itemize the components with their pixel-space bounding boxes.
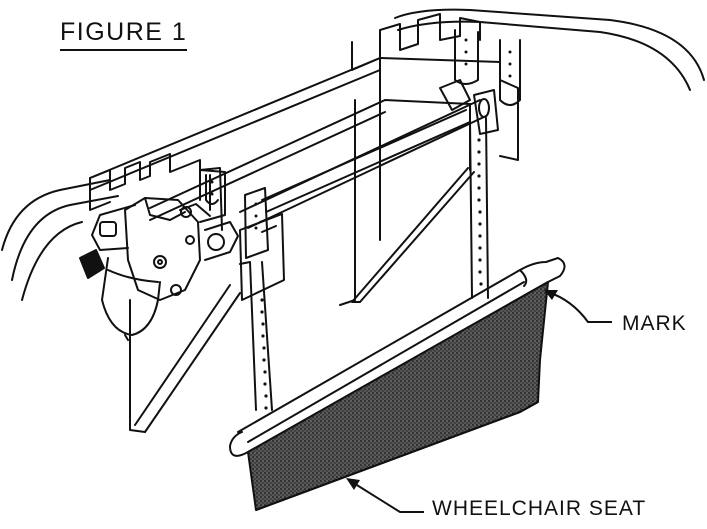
right-lift-arm bbox=[439, 79, 499, 299]
drive-shaft bbox=[239, 98, 490, 233]
mark-label: MARK bbox=[622, 312, 687, 335]
right-bracket bbox=[351, 13, 521, 161]
mark-arrowhead bbox=[544, 290, 558, 300]
upper-frame bbox=[89, 57, 501, 301]
lift-chains bbox=[210, 38, 512, 410]
hand-crank[interactable] bbox=[79, 249, 105, 279]
lower-shaft bbox=[261, 109, 471, 213]
diagonal-struts bbox=[129, 167, 475, 433]
seat-roller-bar bbox=[229, 257, 566, 457]
callout-arrowheads bbox=[346, 290, 558, 490]
motor-can bbox=[101, 257, 161, 341]
right-chain bbox=[477, 138, 483, 286]
seat-arrowhead bbox=[346, 478, 360, 490]
mark-leader bbox=[547, 291, 612, 323]
left-chain bbox=[260, 298, 268, 410]
wheelchair-seat-fabric bbox=[247, 281, 549, 511]
seat-leader bbox=[351, 481, 424, 513]
left-lift-arm bbox=[199, 167, 285, 411]
figure-title: FIGURE 1 bbox=[60, 18, 188, 51]
vehicle-rails bbox=[1, 8, 705, 301]
bracket-slot-holes bbox=[210, 38, 512, 230]
wheelchair-seat-label: WHEELCHAIR SEAT bbox=[432, 497, 647, 520]
